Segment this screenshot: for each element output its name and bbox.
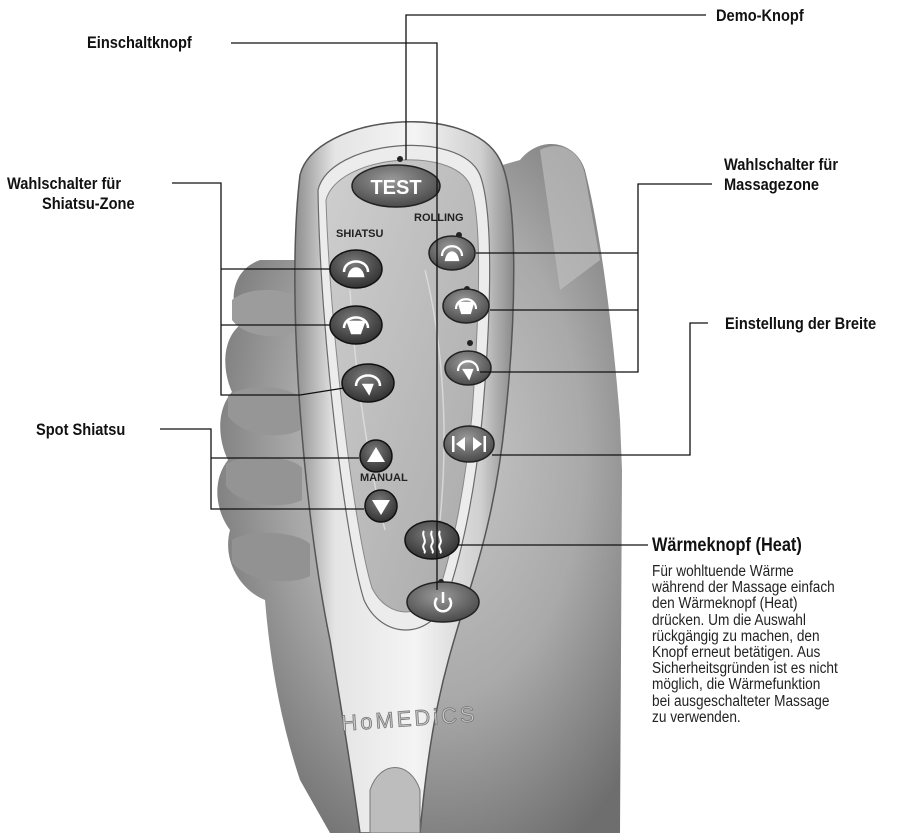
shiatsu-zone-button-upper[interactable] <box>330 250 382 288</box>
spot-shiatsu-down-button[interactable] <box>365 490 397 522</box>
shiatsu-label: SHIATSU <box>336 228 384 240</box>
heat-description-line: rückgängig zu machen, den <box>652 629 890 645</box>
shiatsu-zone-label-line-1: Wahlschalter für <box>7 174 121 194</box>
width-setting-label: Einstellung der Breite <box>725 314 876 334</box>
massage-zone-label-line-1: Wahlschalter für <box>724 155 838 175</box>
massage-zone-button-middle[interactable] <box>443 289 489 323</box>
width-setting-button[interactable] <box>444 426 494 462</box>
shiatsu-zone-button-middle[interactable] <box>330 306 382 344</box>
power-button[interactable] <box>407 582 479 622</box>
heat-description-line: Sicherheitsgründen ist es nicht <box>652 661 890 677</box>
heat-description-line: Knopf erneut betätigen. Aus <box>652 645 890 661</box>
shiatsu-zone-label-line-2: Shiatsu-Zone <box>42 194 135 214</box>
heat-button-title: Wärmeknopf (Heat) <box>652 536 802 556</box>
heat-description-line: den Wärmeknopf (Heat) <box>652 596 890 612</box>
test-button[interactable]: TEST <box>352 165 440 207</box>
test-indicator-dot <box>397 156 403 162</box>
massage-zone-button-lower[interactable] <box>445 351 491 385</box>
manual-label: MANUAL <box>360 472 408 484</box>
heat-description-line: möglich, die Wärmefunktion <box>652 677 890 693</box>
heat-description-line: bei ausgeschalteter Massage <box>652 694 890 710</box>
massage-zone-label-line-2: Massagezone <box>724 175 819 195</box>
massage-zone-button-upper[interactable] <box>429 236 475 270</box>
heat-description-line: drücken. Um die Auswahl <box>652 613 890 629</box>
test-label: TEST <box>370 177 421 199</box>
heat-description-line: zu verwenden. <box>652 710 890 726</box>
rolling-indicator-dot-3 <box>467 340 473 346</box>
power-button-label: Einschaltknopf <box>87 33 192 53</box>
demo-button-label: Demo-Knopf <box>716 6 804 26</box>
heat-button[interactable] <box>405 521 459 559</box>
spot-shiatsu-up-button[interactable] <box>360 440 392 472</box>
heat-description-line: Für wohltuende Wärme <box>652 564 890 580</box>
spot-shiatsu-label: Spot Shiatsu <box>36 420 125 440</box>
shiatsu-zone-button-lower[interactable] <box>342 364 394 402</box>
heat-description-line: während der Massage einfach <box>652 580 890 596</box>
heat-description: Für wohltuende Wärme während der Massage… <box>652 564 890 726</box>
rolling-label: ROLLING <box>414 212 464 224</box>
